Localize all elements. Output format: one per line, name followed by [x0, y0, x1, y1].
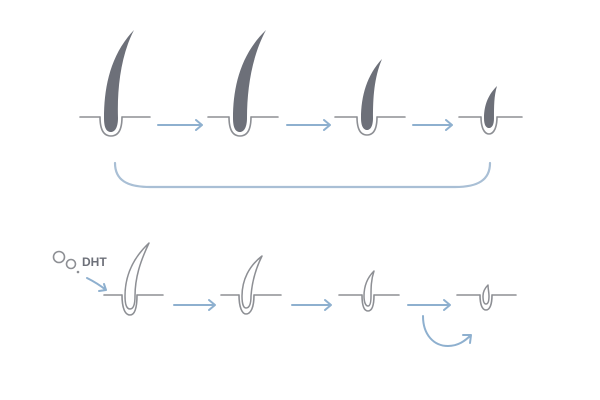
- bottom-arrow-2: [291, 299, 332, 311]
- bottom-hair-stage-1: [103, 242, 164, 316]
- top-hair-stage-1: [79, 30, 151, 137]
- bottom-hair-stage-4: [456, 284, 517, 311]
- dht-molecule-icon: [52, 250, 80, 274]
- hair-shaft: [363, 270, 375, 307]
- top-hair-stage-2: [207, 30, 279, 137]
- top-arrow-1: [157, 119, 203, 131]
- bottom-hair-stage-3: [338, 270, 400, 312]
- top-hair-stage-4: [458, 86, 523, 135]
- hair-shaft: [104, 30, 134, 132]
- dht-label: DHT: [82, 255, 107, 269]
- top-arrow-3: [412, 119, 453, 131]
- hair-shaft: [233, 30, 266, 132]
- top-hair-stage-3: [334, 59, 406, 136]
- bottom-hair-stage-2: [220, 255, 282, 315]
- hair-shaft: [484, 86, 497, 128]
- top-arrow-2: [286, 119, 331, 131]
- hair-shaft: [124, 242, 150, 310]
- hair-shaft: [241, 255, 263, 309]
- hair-shaft: [361, 59, 382, 130]
- cycle-bracket: [113, 161, 492, 189]
- top-row: [79, 30, 523, 189]
- dht-arrow: [86, 277, 107, 292]
- bottom-arrow-1: [173, 299, 216, 311]
- curved-arrow: [422, 315, 472, 347]
- hair-shaft: [482, 284, 490, 305]
- bottom-row: DHT: [52, 242, 517, 347]
- bottom-arrow-3: [407, 299, 451, 311]
